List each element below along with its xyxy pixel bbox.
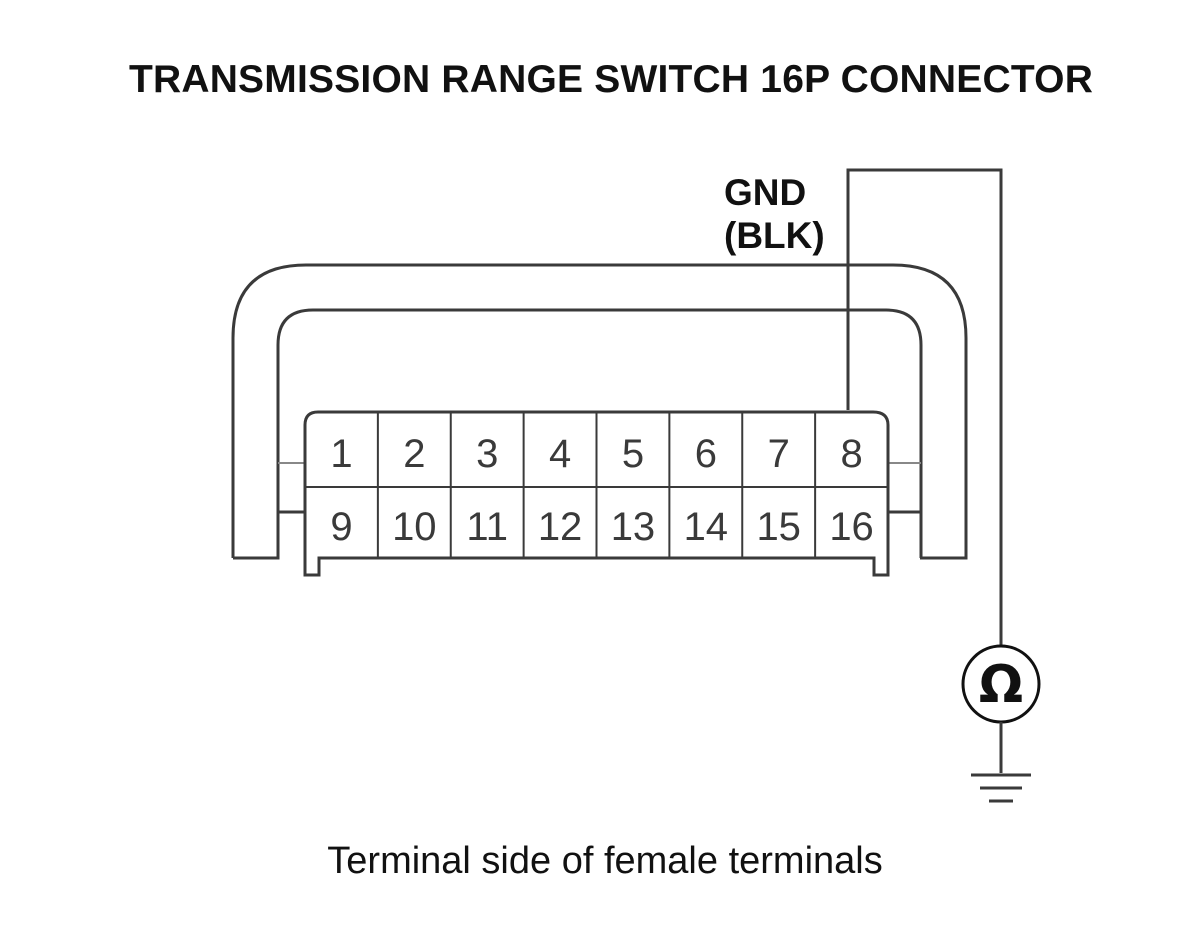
terminal-14-label: 14 (684, 505, 729, 549)
ground-icon (971, 773, 1031, 803)
probe-wire (846, 168, 1003, 646)
terminal-2-label: 2 (403, 432, 425, 476)
terminal-8-label: 8 (840, 432, 862, 476)
terminal-9-label: 9 (330, 505, 352, 549)
wire-label-color: (BLK) (724, 215, 825, 256)
terminal-1-label: 1 (330, 432, 352, 476)
terminal-10-label: 10 (392, 505, 437, 549)
terminal-15-label: 15 (756, 505, 801, 549)
terminal-11-label: 11 (466, 505, 508, 549)
cell-dividers (376, 412, 817, 558)
terminal-3-label: 3 (476, 432, 498, 476)
terminal-5-label: 5 (622, 432, 644, 476)
diagram-title: TRANSMISSION RANGE SWITCH 16P CONNECTOR (128, 58, 1094, 101)
ohm-symbol: Ω (979, 655, 1023, 715)
diagram-caption: Terminal side of female terminals (327, 840, 883, 882)
ohmmeter-icon: Ω (961, 644, 1041, 724)
connector-housing-outer (231, 263, 968, 560)
terminal-16-label: 16 (829, 505, 874, 549)
connector-housing-inner (276, 308, 923, 558)
connector-housing-outer-left-foot (233, 510, 305, 560)
terminal-13-label: 13 (611, 505, 656, 549)
terminal-6-label: 6 (695, 432, 717, 476)
terminal-4-label: 4 (549, 432, 571, 476)
terminal-7-label: 7 (768, 432, 790, 476)
terminal-12-label: 12 (538, 505, 583, 549)
wire-label-gnd: GND (724, 172, 807, 213)
